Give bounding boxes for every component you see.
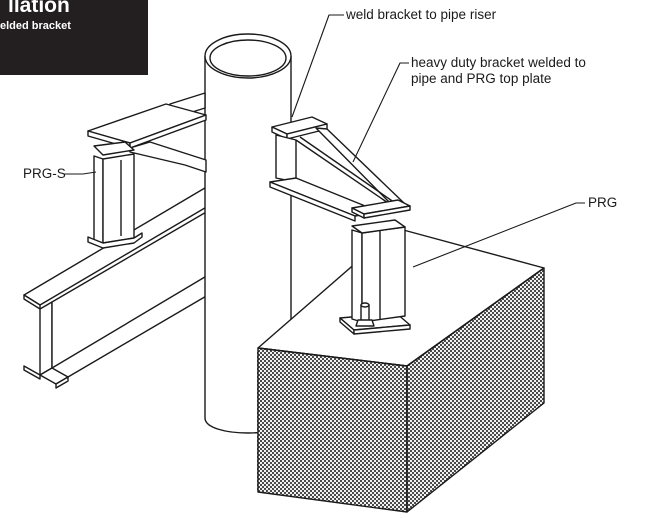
left-bracket xyxy=(87,92,207,249)
header-title: llation xyxy=(8,0,70,17)
leader-weld-bracket xyxy=(291,14,344,118)
callout-heavy-duty-line1: heavy duty bracket welded to xyxy=(411,55,586,70)
prg-support xyxy=(339,219,411,335)
callout-prg-s: PRG-S xyxy=(23,166,66,181)
leader-heavy-duty xyxy=(352,62,409,163)
concrete-block xyxy=(257,227,545,513)
header-box: llation elded bracket xyxy=(0,0,148,75)
heavy-duty-bracket xyxy=(269,116,411,222)
pipe-riser xyxy=(204,33,292,434)
callout-weld-bracket: weld bracket to pipe riser xyxy=(346,7,497,22)
callout-heavy-duty-line2: pipe and PRG top plate xyxy=(411,71,552,86)
callout-prg: PRG xyxy=(588,195,618,210)
leader-prg-s xyxy=(64,171,97,175)
leader-prg xyxy=(412,202,585,268)
leader-lines xyxy=(64,14,585,268)
header-subtitle: elded bracket xyxy=(0,20,71,32)
